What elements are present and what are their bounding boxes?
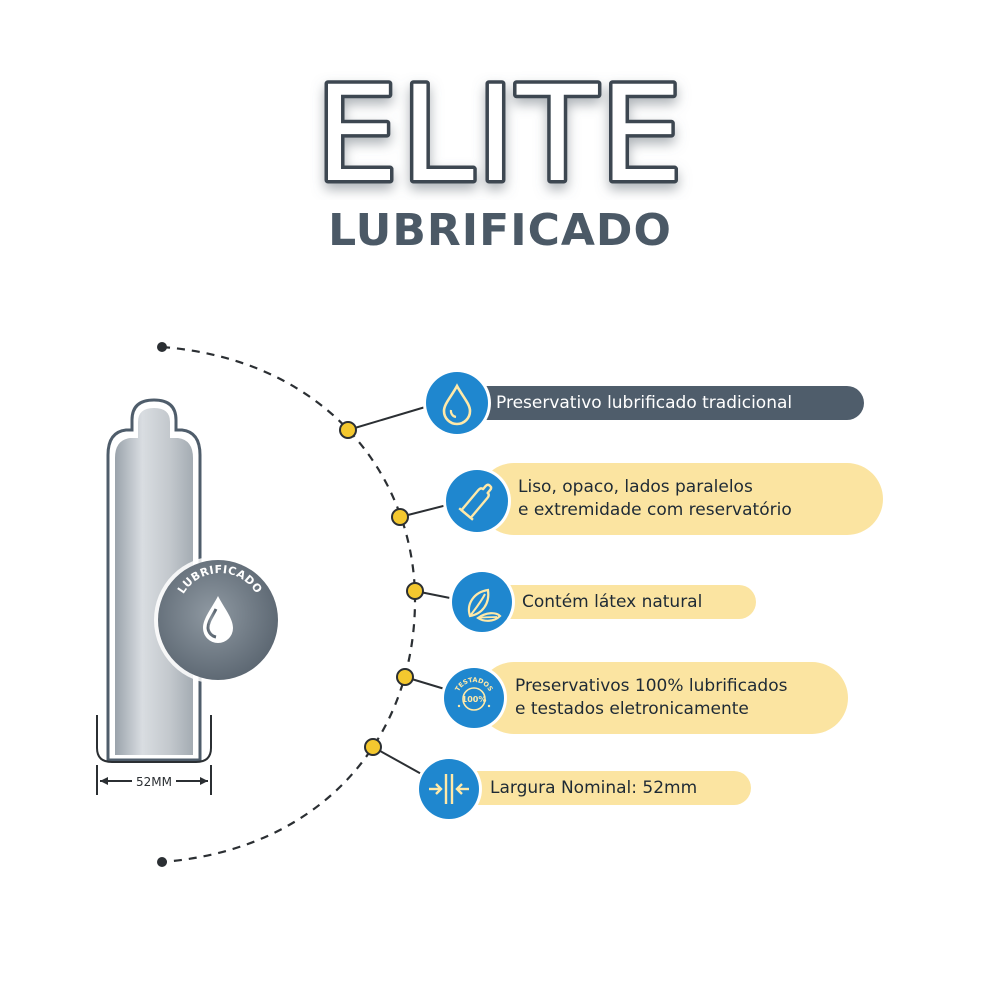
lubricated-badge: LUBRIFICADO (154, 556, 282, 684)
feature-item-width: Largura Nominal: 52mm (455, 771, 751, 805)
feature-item-tested: Preservativos 100% lubrificados e testad… (478, 662, 848, 734)
tested-seal-icon: TESTADOS 100% (444, 668, 504, 728)
connector-dot (396, 668, 414, 686)
feature-text-line2: e extremidade com reservatório (518, 500, 792, 520)
brand-logo: ELITE (0, 50, 1000, 201)
width-measure: 52MM (96, 715, 212, 795)
width-arrows-icon (419, 759, 479, 819)
water-drop-icon (426, 372, 488, 434)
seal-center-text: 100% (462, 695, 487, 704)
connector-dot (391, 508, 409, 526)
water-drop-icon (203, 596, 233, 643)
feature-item-latex: Contém látex natural (488, 585, 756, 619)
svg-text:TESTADOS: TESTADOS (453, 676, 494, 693)
connector-dot (364, 738, 382, 756)
feature-text-line1: Preservativos 100% lubrificados (515, 676, 788, 696)
condom-illustration (106, 398, 202, 762)
condom-icon (446, 470, 508, 532)
arc-endpoint-bottom (157, 857, 167, 867)
feature-text: Contém látex natural (522, 591, 703, 612)
feature-text: Preservativo lubrificado tradicional (496, 392, 793, 413)
feature-text-line2: e testados eletronicamente (515, 699, 749, 719)
arc-endpoint-top (157, 342, 167, 352)
feature-item-traditional: Preservativo lubrificado tradicional (470, 386, 864, 420)
feature-text: Largura Nominal: 52mm (490, 777, 698, 798)
connector-dot (406, 582, 424, 600)
brand-title: ELITE (315, 58, 685, 200)
feature-text-line1: Liso, opaco, lados paralelos (518, 477, 753, 497)
seal-top-text: TESTADOS (453, 676, 494, 693)
connector-dot (339, 421, 357, 439)
width-label: 52MM (136, 775, 172, 789)
feature-item-shape: Liso, opaco, lados paralelos e extremida… (478, 463, 883, 535)
leaf-icon (452, 572, 512, 632)
dashed-arc (161, 345, 417, 864)
page-subtitle: LUBRIFICADO (328, 205, 672, 256)
